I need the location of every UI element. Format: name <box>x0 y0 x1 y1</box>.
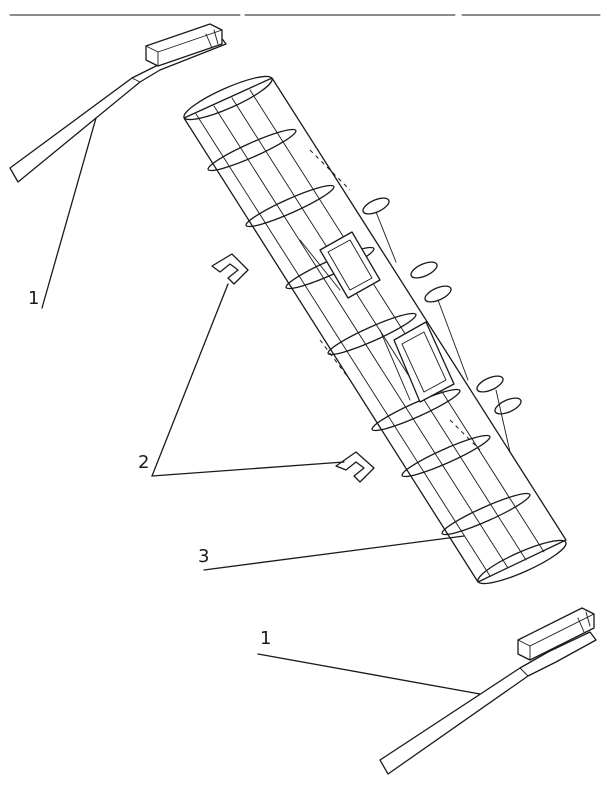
body-struts <box>299 211 511 453</box>
body-windows <box>319 231 455 403</box>
part-1-bottom-plate <box>379 607 597 775</box>
label-part-3: 3 <box>198 546 209 567</box>
hidden-lines <box>309 149 481 451</box>
part-1-top-plate <box>9 23 227 183</box>
label-part-2: 2 <box>138 452 149 473</box>
label-part-1-top: 1 <box>28 288 39 309</box>
leader-lines <box>41 117 481 695</box>
body-lugs <box>362 197 522 415</box>
part-2-clip-lower <box>335 451 375 483</box>
part-3-main-body <box>183 75 567 585</box>
part-2-clip-upper <box>211 253 249 285</box>
label-part-1-bottom: 1 <box>260 628 271 649</box>
body-rings <box>207 128 531 536</box>
